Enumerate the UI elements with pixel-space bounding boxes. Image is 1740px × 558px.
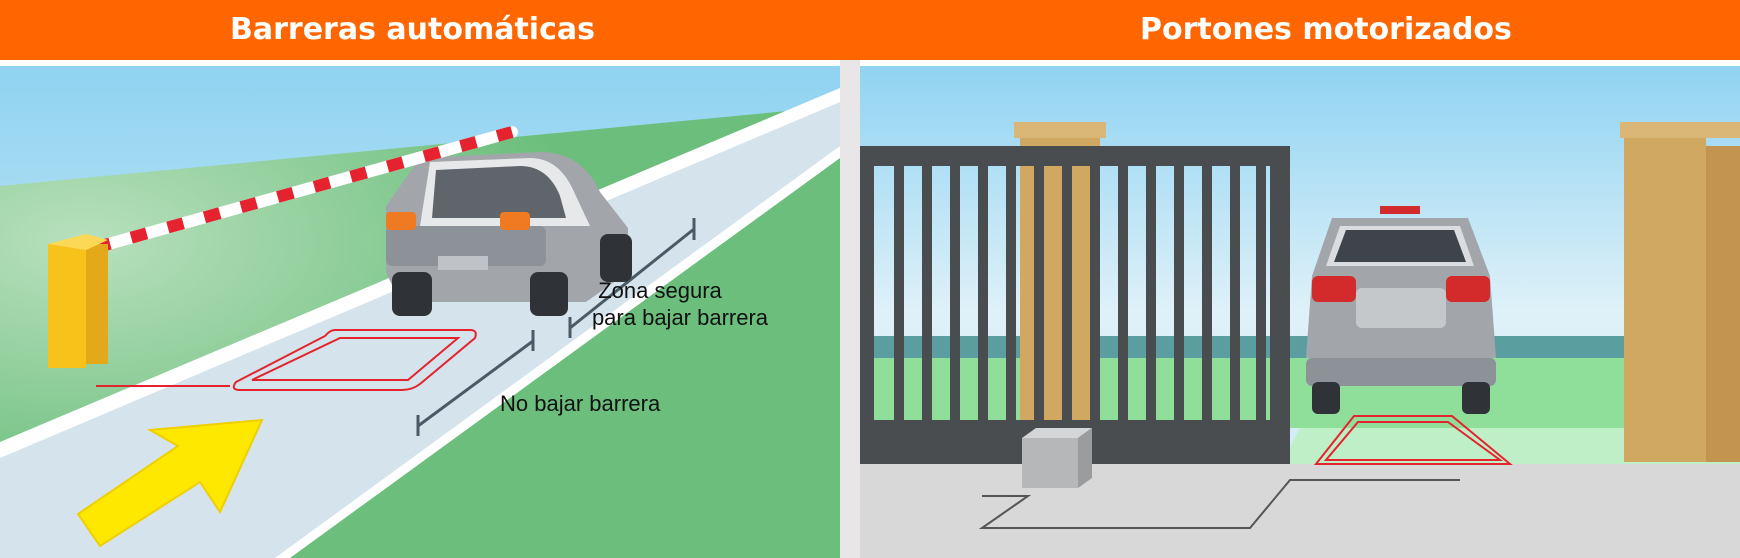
- left-panel: Zona segura para bajar barrera No bajar …: [0, 66, 840, 558]
- label-safe-zone-line1: Zona segura: [598, 278, 722, 303]
- arrow-icon: [76, 418, 264, 548]
- sliding-gate-icon: [860, 146, 1290, 464]
- water-line: [860, 336, 1740, 358]
- barrier-scene: Zona segura para bajar barrera No bajar …: [0, 66, 840, 558]
- barrier-gate-icon: [48, 126, 518, 368]
- car-icon: [386, 152, 632, 316]
- right-panel: [860, 66, 1740, 558]
- gate-motor-icon: [1022, 428, 1092, 488]
- label-safe-zone-line2: para bajar barrera: [592, 305, 769, 330]
- header-bar: Barreras automáticas Portones motorizado…: [0, 0, 1740, 60]
- loop-detector-icon: [1313, 415, 1513, 465]
- zone-markers: [416, 218, 696, 436]
- pillar-icon: [1620, 122, 1740, 462]
- gate-scene: [860, 66, 1740, 558]
- gate-loop-wire: [978, 479, 1460, 529]
- grass: [860, 358, 1740, 428]
- car-icon: [1306, 206, 1496, 414]
- pavement: [860, 464, 1740, 558]
- pillar-icon: [1014, 122, 1106, 462]
- panel-divider: [840, 60, 860, 558]
- header-right-title: Portones motorizados: [1140, 12, 1512, 47]
- label-unsafe-zone: No bajar barrera: [500, 391, 661, 416]
- header-left-title: Barreras automáticas: [230, 12, 595, 47]
- loop-detector-icon: [96, 329, 477, 391]
